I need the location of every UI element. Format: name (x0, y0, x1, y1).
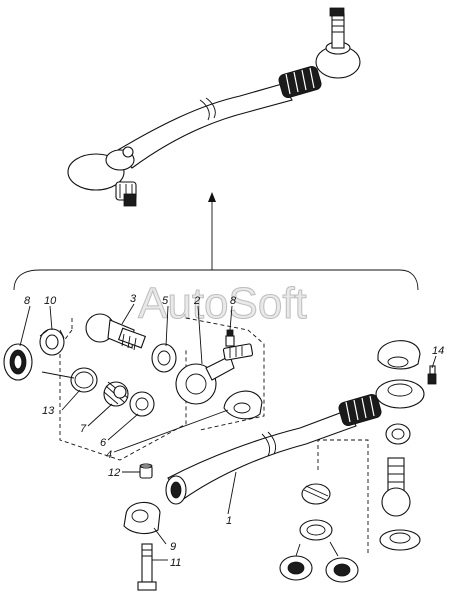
assembly-arrow (208, 192, 216, 270)
part-8-grease-fitting (222, 329, 254, 361)
part-7-bushing (103, 381, 129, 407)
center-dashed-group (185, 317, 265, 431)
assembled-tie-rod (67, 7, 361, 207)
right-dust-cap (377, 340, 421, 370)
callout-5: 5 (162, 295, 169, 307)
group-bracket (13, 269, 419, 291)
callout-1: 1 (226, 515, 232, 527)
right-ball-stud (379, 457, 421, 551)
part-11-bolt (137, 543, 157, 591)
part-6-washer (129, 391, 155, 417)
part-10-nut (39, 328, 65, 356)
callout-labels: 8 10 3 5 2 8 14 13 7 6 4 12 1 9 11 (24, 293, 444, 569)
right-dashed-group (317, 439, 369, 556)
part-3-ball-stud (85, 313, 147, 351)
callout-7: 7 (80, 423, 87, 435)
callout-8: 8 (24, 295, 31, 307)
callout-6: 6 (100, 437, 107, 449)
callout-3: 3 (130, 293, 137, 305)
callout-10: 10 (44, 295, 57, 307)
part-8-seal (3, 343, 33, 381)
callout-9: 9 (170, 541, 176, 553)
callout-4: 4 (106, 449, 112, 461)
right-bushing (385, 423, 411, 445)
part-12-nut (139, 463, 153, 479)
part-1-tie-rod (165, 379, 425, 505)
part-5-bushing (151, 343, 177, 373)
callout-14: 14 (432, 345, 444, 357)
callout-13: 13 (42, 405, 55, 417)
part-14-fitting (427, 365, 437, 385)
part-4-dust-cap (223, 390, 263, 420)
watermark-text: AutoSoft (138, 279, 307, 328)
part-2-rod-end (175, 355, 235, 405)
callout-2: 2 (193, 295, 200, 307)
lower-bushing-group (279, 483, 359, 583)
leader-lines (19, 303, 437, 561)
part-9-clamp (123, 501, 161, 535)
callout-8b: 8 (230, 295, 237, 307)
callout-11: 11 (170, 557, 181, 569)
top-boot (278, 65, 322, 99)
callout-12: 12 (108, 467, 120, 479)
